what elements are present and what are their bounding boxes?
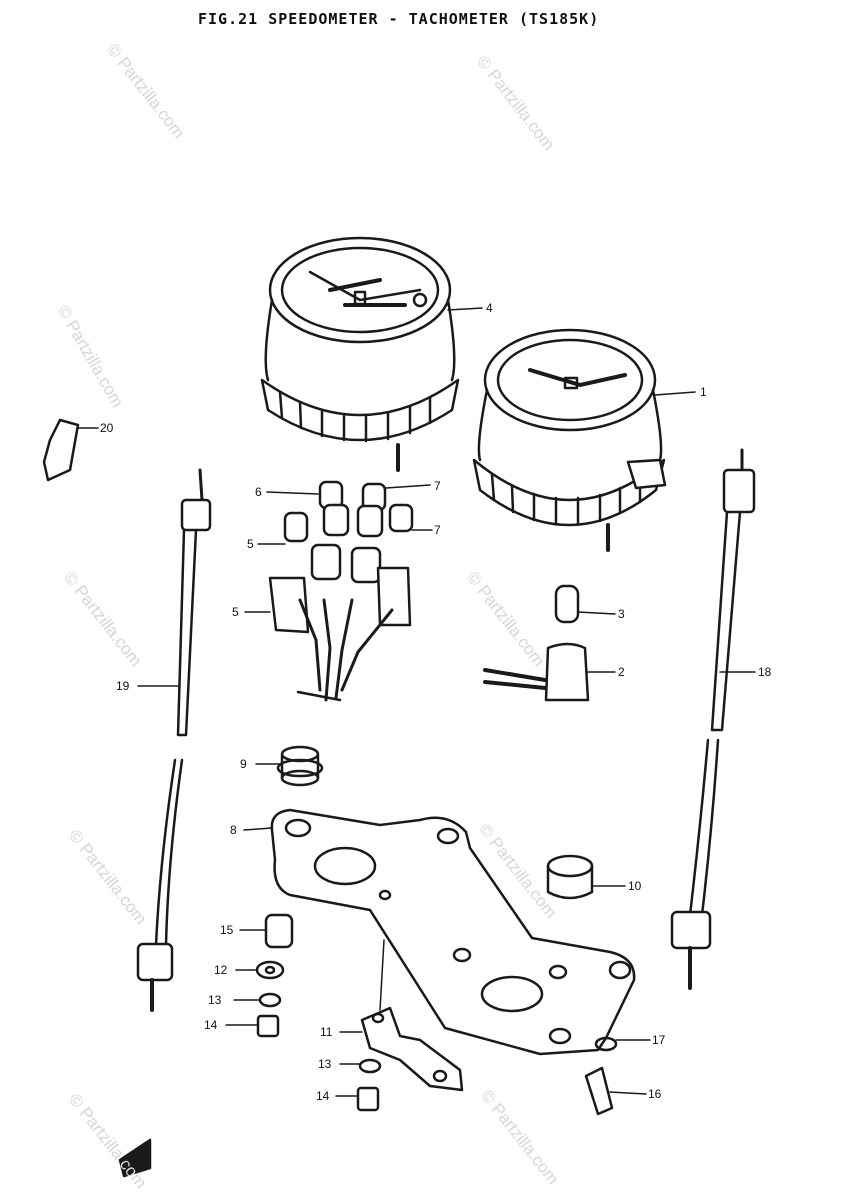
callout-label: 6	[255, 485, 262, 499]
corner-mark	[118, 1138, 152, 1178]
speedometer-gauge	[260, 236, 460, 472]
callout-label: 11	[320, 1025, 333, 1039]
indicator-bulb-and-socket	[483, 584, 590, 702]
left-mounting-hardware	[255, 913, 294, 1038]
stay-bracket	[360, 939, 464, 1092]
callout-label: 17	[652, 1033, 666, 1047]
callout-label: 20	[100, 421, 114, 435]
callout-label: 3	[618, 607, 625, 621]
callout-label: 7	[434, 523, 441, 537]
callout-label: 13	[318, 1057, 332, 1071]
callout-label: 12	[214, 963, 228, 977]
figure-title: FIG.21 SPEEDOMETER - TACHOMETER (TS185K)	[198, 10, 600, 28]
callout-label: 2	[618, 665, 625, 679]
callout-label: 1	[700, 385, 707, 399]
rubber-grommet	[276, 745, 324, 787]
leader-lines	[77, 307, 756, 1097]
callout-label: 4	[486, 301, 493, 315]
callout-label: 19	[116, 679, 130, 693]
meter-bracket-plate	[270, 808, 636, 1056]
callout-label: 14	[204, 1018, 218, 1032]
callout-label: 5	[247, 537, 254, 551]
callout-label: 16	[648, 1087, 662, 1101]
lower-mounting-hardware	[356, 1058, 382, 1112]
tachometer-cable	[670, 448, 756, 990]
cable-clamp	[42, 418, 80, 482]
nut-and-screw	[584, 1036, 618, 1116]
callout-label: 10	[628, 879, 642, 893]
cap	[546, 854, 594, 900]
callout-label: 13	[208, 993, 222, 1007]
tachometer-gauge	[472, 328, 667, 552]
callout-label: 18	[758, 665, 772, 679]
bulb-socket-cluster	[268, 480, 414, 702]
callout-label: 9	[240, 757, 247, 771]
callout-label: 5	[232, 605, 239, 619]
callout-label: 7	[434, 479, 441, 493]
speedometer-cable	[136, 468, 212, 1012]
callout-label: 14	[316, 1089, 330, 1103]
callout-label: 15	[220, 923, 234, 937]
callout-label: 8	[230, 823, 237, 837]
